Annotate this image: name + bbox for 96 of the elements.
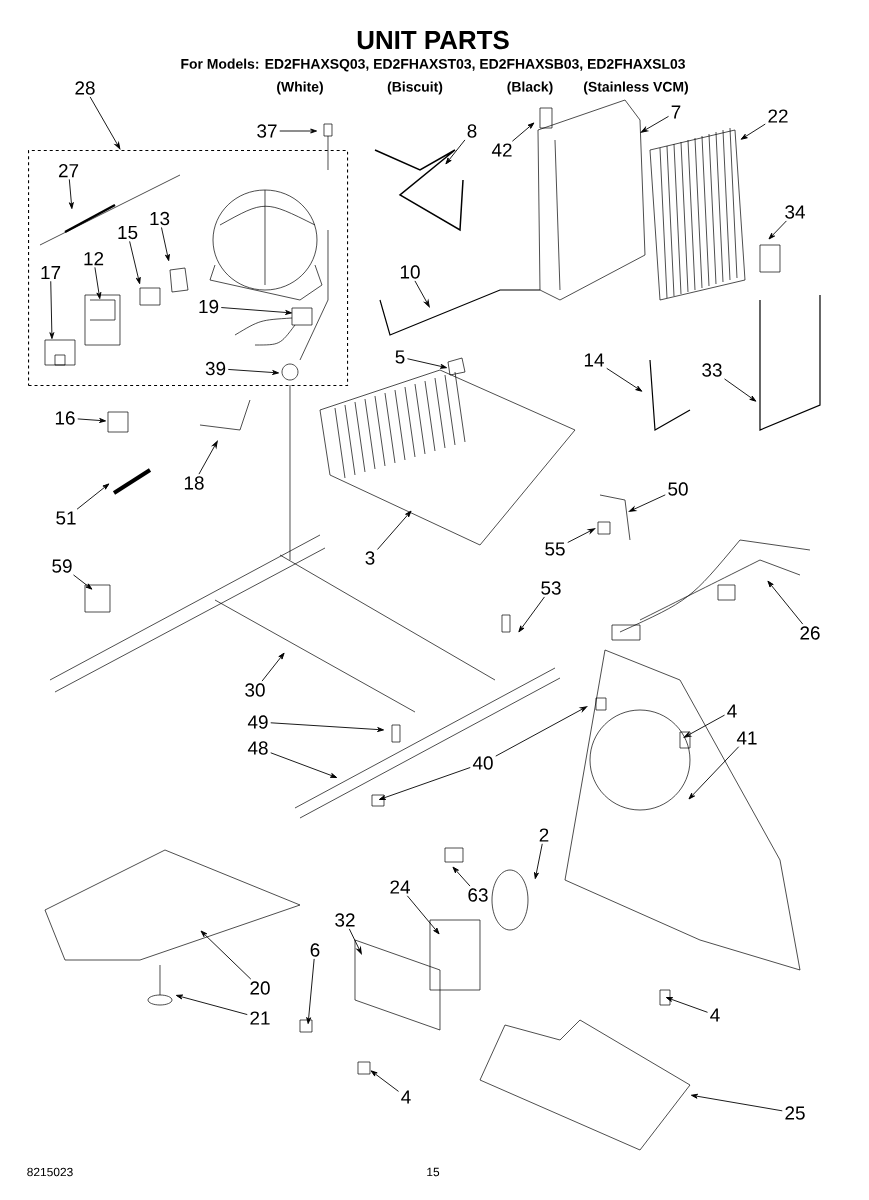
leader-arrow <box>452 866 471 887</box>
callout-number: 7 <box>671 105 681 119</box>
callout-number: 22 <box>768 109 788 123</box>
leader-arrow <box>129 240 141 285</box>
callout-number: 3 <box>365 551 375 565</box>
callout-number: 42 <box>491 143 512 157</box>
leader-arrow <box>518 596 545 633</box>
callout-number: 30 <box>245 683 265 697</box>
callout-number: 13 <box>150 211 170 226</box>
leader-arrow <box>407 358 448 369</box>
model-list: For Models: ED2FHAXSQ03, ED2FHAXST03, ED2FHAXSB03, ED2FHAXSL03 <box>181 58 685 72</box>
leader-arrow <box>724 378 757 402</box>
leader-arrow <box>306 958 315 1025</box>
title: UNIT PARTS <box>357 30 509 50</box>
leader-arrow <box>76 483 110 510</box>
callout-number: 48 <box>247 741 268 755</box>
page-number: 15 <box>427 1167 440 1177</box>
callout-number: 40 <box>472 756 493 770</box>
leader-arrow <box>89 96 121 150</box>
callout-number: 24 <box>390 880 410 894</box>
leader-arrow <box>768 220 787 240</box>
callout-number: 55 <box>545 542 565 556</box>
leader-arrow <box>161 227 170 262</box>
callout-number: 16 <box>55 411 75 425</box>
leader-arrow <box>414 280 430 308</box>
document-number: 8215023 <box>27 1167 73 1177</box>
leader-arrow <box>270 722 385 732</box>
leader-arrow <box>220 307 293 315</box>
callout-number: 63 <box>468 888 488 902</box>
callout-number: 28 <box>75 81 95 95</box>
callout-number: 6 <box>310 943 320 957</box>
color-label: (White) <box>277 81 323 95</box>
callout-number: 12 <box>84 251 104 266</box>
callout-number: 34 <box>785 205 805 219</box>
leader-arrow <box>740 123 766 140</box>
color-label: (Biscuit) <box>387 81 443 95</box>
leader-arrow <box>377 510 412 550</box>
leader-arrow <box>567 528 596 543</box>
callout-number: 15 <box>118 225 138 240</box>
callout-number: 2 <box>539 828 549 842</box>
callout-number: 4 <box>401 1090 411 1104</box>
leader-arrow <box>495 706 588 757</box>
callout-number: 50 <box>668 482 688 496</box>
callout-number: 51 <box>56 511 76 525</box>
callout-number: 19 <box>199 299 219 314</box>
leader-arrow <box>683 714 725 738</box>
leader-arrow <box>370 1070 399 1092</box>
leader-arrow <box>73 574 93 590</box>
color-label: (Black) <box>507 81 553 95</box>
leader-arrow <box>690 1093 783 1112</box>
leader-arrow <box>94 266 102 300</box>
leader-arrow <box>378 767 471 800</box>
callout-number: 49 <box>247 715 268 729</box>
leader-arrow <box>511 122 535 142</box>
callout-number: 33 <box>702 363 722 377</box>
leader-arrow <box>348 928 362 955</box>
callout-number: 39 <box>205 361 226 376</box>
callout-number: 41 <box>736 731 757 745</box>
callout-number: 32 <box>335 913 355 927</box>
leader-arrow <box>606 367 643 392</box>
callout-number: 4 <box>710 1008 720 1022</box>
leader-arrow <box>68 178 74 210</box>
leader-arrow <box>767 580 804 625</box>
dashed-group-box <box>28 150 349 387</box>
leader-arrow <box>406 895 440 935</box>
callout-number: 20 <box>250 981 270 995</box>
leader-arrow <box>665 997 708 1013</box>
callout-number: 14 <box>584 353 604 367</box>
callout-number: 18 <box>184 476 204 490</box>
leader-arrow <box>640 115 669 133</box>
callout-number: 8 <box>467 124 477 138</box>
leader-arrow <box>77 418 107 423</box>
callout-number: 21 <box>250 1011 270 1025</box>
callout-number: 5 <box>395 350 405 364</box>
leader-arrow <box>534 843 543 880</box>
callout-number: 26 <box>800 626 820 640</box>
leader-arrow <box>200 930 252 980</box>
leader-arrow <box>175 994 248 1015</box>
callout-number: 4 <box>727 704 737 718</box>
callout-number: 27 <box>58 163 79 178</box>
leader-arrow <box>261 652 285 682</box>
leader-arrow <box>227 369 280 375</box>
callout-number: 59 <box>52 559 72 573</box>
callout-number: 17 <box>41 266 61 280</box>
leader-arrow <box>445 139 466 165</box>
leader-arrow <box>49 280 55 340</box>
color-label: (Stainless VCM) <box>584 81 688 95</box>
leader-arrow <box>279 128 318 134</box>
leader-arrow <box>198 440 218 475</box>
callout-number: 37 <box>257 124 277 138</box>
callout-number: 53 <box>541 581 561 595</box>
leader-arrow <box>628 494 666 512</box>
leader-arrow <box>688 746 740 800</box>
callout-number: 25 <box>785 1106 805 1120</box>
callout-number: 10 <box>400 265 420 279</box>
leader-arrow <box>270 752 338 778</box>
